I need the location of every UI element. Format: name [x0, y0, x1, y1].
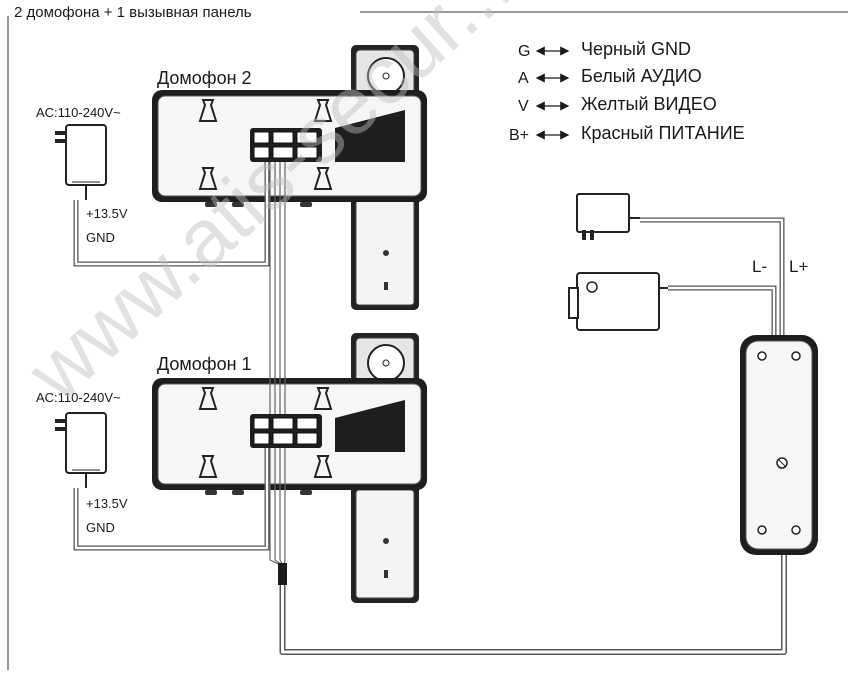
- cable-to-panel: [279, 470, 787, 655]
- legend-desc-g: Черный GND: [581, 39, 691, 59]
- monitor-1-label: Домофон 1: [157, 354, 252, 374]
- call-panel: [740, 335, 818, 555]
- lock-minus-label: L-: [752, 257, 767, 276]
- gnd-label-2: GND: [86, 230, 115, 245]
- monitor-1: [152, 333, 427, 603]
- gnd-label-1: GND: [86, 520, 115, 535]
- adapter-2-label: AC:110-240V~: [36, 105, 121, 120]
- legend-code-a: A: [518, 70, 529, 87]
- lock-wires: [640, 217, 785, 345]
- legend-code-bplus: B+: [509, 127, 529, 144]
- adapter-1-label: AC:110-240V~: [36, 390, 121, 405]
- legend-desc-a: Белый АУДИО: [581, 66, 702, 86]
- power-adapter-1: [55, 412, 107, 488]
- legend-desc-v: Желтый ВИДЕО: [581, 94, 717, 114]
- legend: G Черный GND A Белый АУДИО V Желтый ВИДЕ…: [509, 39, 745, 144]
- legend-desc-bplus: Красный ПИТАНИЕ: [581, 123, 745, 143]
- legend-code-g: G: [518, 43, 530, 60]
- monitor-2-label: Домофон 2: [157, 68, 252, 88]
- cable-joint: [278, 563, 287, 585]
- voltage-label-2: +13.5V: [86, 206, 128, 221]
- diagram-title: 2 домофона + 1 вызывная панель: [14, 4, 252, 21]
- electric-lock: [568, 272, 668, 331]
- power-adapter-2: [55, 124, 107, 200]
- monitor-2: [152, 45, 427, 310]
- frame: [7, 11, 848, 670]
- lock-power-adapter: [576, 193, 640, 240]
- bus-wires: [269, 162, 286, 566]
- adapter-1-wire: [73, 448, 270, 551]
- voltage-label-1: +13.5V: [86, 496, 128, 511]
- lock-plus-label: L+: [789, 257, 808, 276]
- legend-code-v: V: [518, 98, 529, 115]
- adapter-2-wire: [73, 162, 270, 267]
